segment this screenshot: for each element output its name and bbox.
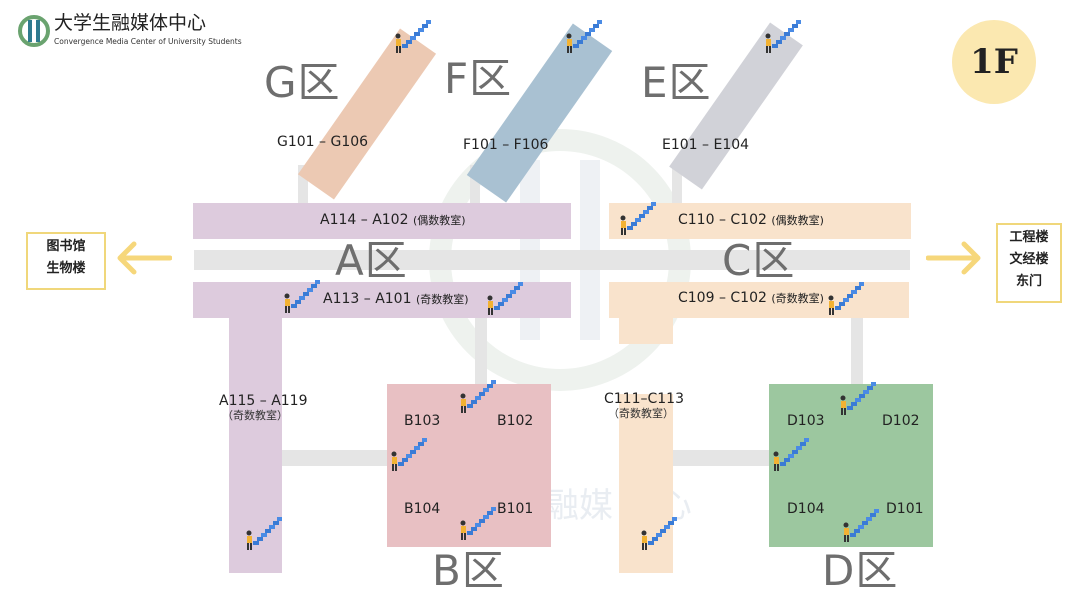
arrow-left-icon (117, 241, 172, 275)
zone-e-rooms: E101 – E104 (662, 137, 750, 153)
right-exit-box: 工程楼 文经楼 东门 (996, 223, 1062, 303)
left-exit-line2: 生物楼 (46, 261, 86, 276)
room-b101: B101 (497, 501, 534, 517)
zone-d-label: D区 (822, 546, 899, 595)
zone-a-even-range: A114 – A102 (320, 212, 409, 228)
stairs-icon (460, 380, 496, 413)
stairs-icon (566, 20, 602, 53)
right-exit-line2: 文经楼 (1009, 252, 1049, 267)
zone-f-label: F区 (444, 54, 513, 103)
floor-badge: 1F (952, 20, 1036, 104)
zone-c-odd-range: C109 – C102 (678, 290, 767, 306)
logo-title: 大学生融媒体中心 (54, 12, 207, 34)
zone-c-label: C区 (722, 236, 796, 285)
room-b102: B102 (497, 413, 534, 429)
zone-a-odd-tag: (奇数教室) (415, 293, 469, 306)
right-exit-line1: 工程楼 (1009, 230, 1049, 245)
zone-c-even-tag: (偶数教室) (771, 214, 824, 227)
zone-c-even-label: C110 – C102 (偶数教室) (678, 213, 824, 227)
zone-c-odd-stub (619, 318, 673, 344)
logo-icon (18, 15, 50, 47)
stairs-icon (840, 382, 876, 415)
zone-a-wing-block (229, 318, 282, 573)
zone-a-wing-range: A115 – A119 (219, 393, 308, 409)
zone-f-rooms: F101 – F106 (463, 137, 549, 153)
zone-b-label: B区 (432, 546, 505, 595)
stairs-icon (843, 509, 879, 542)
stairs-icon (284, 280, 320, 313)
connector-c-d (851, 318, 863, 386)
connector-c-wing-d (672, 450, 770, 466)
connector-g (298, 165, 308, 205)
zone-a-wing-tag: （奇数教室） (222, 409, 288, 422)
zone-g-label: G区 (264, 58, 341, 107)
zone-a-odd-range: A113 – A101 (323, 291, 412, 307)
arrow-right-icon (926, 241, 981, 275)
stairs-icon (246, 517, 282, 550)
room-d104: D104 (787, 501, 825, 517)
zone-c-wing-tag: （奇数教室） (608, 407, 674, 420)
zone-b-block (387, 384, 551, 547)
left-exit-line1: 图书馆 (46, 239, 86, 254)
right-exit-line3: 东门 (1015, 274, 1042, 289)
room-d101: D101 (886, 501, 924, 517)
floor-badge-label: 1F (970, 42, 1018, 82)
zone-c-even-range: C110 – C102 (678, 212, 767, 228)
logo-subtitle: Convergence Media Center of University S… (54, 37, 242, 46)
connector-e (672, 165, 682, 205)
zone-c-odd-label: C109 – C102 (奇数教室) (678, 291, 824, 305)
stairs-icon (395, 20, 431, 53)
zone-a-label: A区 (335, 236, 408, 285)
zone-c-even-block (609, 203, 911, 239)
stairs-icon (773, 438, 809, 471)
stairs-icon (460, 507, 496, 540)
stairs-icon (487, 282, 523, 315)
main-corridor (194, 250, 910, 270)
zone-g-rooms: G101 – G106 (277, 134, 369, 150)
room-b103: B103 (404, 413, 441, 429)
room-d103: D103 (787, 413, 825, 429)
connector-a-wing-b (282, 450, 388, 466)
zone-a-even-label: A114 – A102 (偶数教室) (320, 213, 466, 227)
room-b104: B104 (404, 501, 441, 517)
zone-c-wing-range: C111–C113 (604, 391, 684, 407)
zone-e-label: E区 (641, 58, 712, 107)
room-d102: D102 (882, 413, 920, 429)
zone-a-even-block (193, 203, 571, 239)
zone-a-odd-label: A113 – A101 (奇数教室) (323, 292, 469, 306)
stairs-icon (620, 202, 656, 235)
stairs-icon (391, 438, 427, 471)
zone-d-block (769, 384, 933, 547)
stairs-icon (641, 517, 677, 550)
zone-a-even-tag: (偶数教室) (412, 214, 466, 227)
stairs-icon (828, 282, 864, 315)
connector-a-b (475, 318, 487, 386)
zone-c-odd-tag: (奇数教室) (771, 292, 824, 305)
stairs-icon (765, 20, 801, 53)
left-exit-box: 图书馆 生物楼 (26, 232, 106, 290)
connector-f (470, 165, 480, 205)
